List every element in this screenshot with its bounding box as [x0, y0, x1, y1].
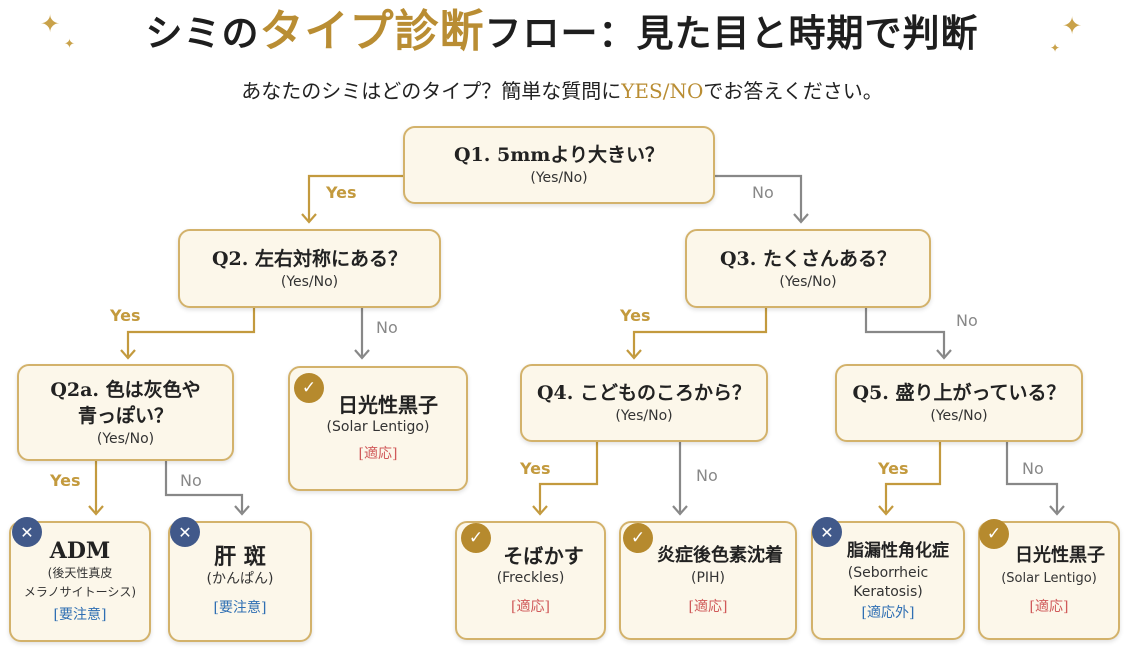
sparkle-icon: ✦	[1062, 12, 1083, 40]
question-q4: Q4. こどものころから？ (Yes/No)	[520, 364, 768, 442]
question-q1: Q1. 5mmより大きい？ (Yes/No)	[403, 126, 715, 204]
title-part1: シミの	[145, 11, 260, 55]
edge-q4-freckles-yes	[538, 442, 599, 512]
edge-label-yes: Yes	[620, 306, 651, 325]
result-sub-line2: メラノサイトーシス)	[23, 584, 137, 599]
result-title: 日光性黒子	[338, 393, 438, 417]
q1-sub: (Yes/No)	[530, 170, 588, 186]
result-title: 炎症後色素沈着	[657, 545, 783, 566]
cross-circle-icon: ✕	[12, 517, 42, 547]
check-circle-icon: ✓	[461, 523, 491, 553]
result-title: 肝 斑	[214, 544, 266, 570]
edge-q3-q4-yes	[632, 308, 768, 356]
edge-q2-q2a-yes	[126, 308, 256, 356]
result-sub: (Freckles)	[496, 570, 565, 586]
result-tag: [要注意]	[53, 606, 107, 623]
result-sub-line1: (後天性真皮	[47, 565, 113, 580]
result-sub: (かんぱん)	[206, 571, 274, 587]
sparkle-icon: ✦	[1050, 41, 1061, 55]
q4-title: Q4. こどものころから？	[536, 382, 751, 404]
result-sub: (Solar Lentigo)	[326, 419, 430, 435]
q3-sub: (Yes/No)	[779, 273, 837, 290]
question-q5: Q5. 盛り上がっている？ (Yes/No)	[835, 364, 1083, 442]
q3-title: Q3. たくさんある？	[719, 247, 896, 270]
title-accent: タイプ診断	[259, 6, 485, 57]
q2-sub: (Yes/No)	[280, 273, 339, 290]
result-sub-line2: Keratosis)	[853, 583, 923, 600]
edge-label-no: No	[1022, 459, 1044, 478]
edge-q3-q5-no	[864, 308, 946, 356]
subtitle-part1: あなたのシミはどのタイプ？簡単な質問に	[241, 79, 622, 103]
result-title: ADM	[49, 537, 111, 564]
result-title: 脂漏性角化症	[847, 540, 949, 561]
page-subtitle: あなたのシミはどのタイプ？簡単な質問にYES/NOでお答えください。	[0, 76, 1124, 106]
edge-q1-q3-no	[715, 174, 803, 220]
sparkle-icon: ✦	[40, 10, 61, 38]
result-sub-line1: (Seborrheic	[847, 564, 929, 581]
result-sub: (PIH)	[690, 570, 726, 586]
cross-circle-icon: ✕	[812, 517, 842, 547]
edge-q1-q2-yes	[307, 174, 405, 220]
result-title: 日光性黒子	[1015, 545, 1105, 566]
result-tag: [適応]	[688, 599, 728, 615]
question-q3: Q3. たくさんある？ (Yes/No)	[685, 229, 931, 308]
q5-sub: (Yes/No)	[930, 408, 988, 424]
result-tag: [適応]	[1029, 599, 1069, 615]
q1-title: Q1. 5mmより大きい？	[453, 144, 665, 166]
question-q2a: Q2a. 色は灰色や 青っぽい？ (Yes/No)	[17, 364, 234, 461]
cross-circle-icon: ✕	[170, 517, 200, 547]
edge-label-no: No	[696, 466, 718, 485]
subtitle-part2: でお答えください。	[703, 79, 883, 103]
result-title: そばかす	[503, 544, 584, 568]
q4-sub: (Yes/No)	[615, 408, 673, 424]
result-seborrheic-keratosis: 脂漏性角化症 (Seborrheic Keratosis) [適応外]	[811, 521, 965, 640]
result-tag: [適応]	[511, 599, 550, 615]
page-title: シミのタイプ診断フロー：見た目と時期で判断	[0, 6, 1124, 58]
check-circle-icon: ✓	[294, 373, 324, 403]
q2a-title-line2: 青っぽい？	[77, 404, 173, 427]
sparkle-icon: ✦	[64, 37, 75, 52]
result-tag: [適応]	[358, 446, 398, 462]
edge-label-no: No	[956, 311, 978, 330]
edge-label-yes: Yes	[326, 183, 357, 202]
result-sub: (Solar Lentigo)	[1001, 571, 1097, 586]
edge-q2a-kanpan-no	[164, 461, 244, 512]
q2a-sub: (Yes/No)	[96, 430, 155, 447]
question-q2: Q2. 左右対称にある？ (Yes/No)	[178, 229, 441, 308]
edge-label-yes: Yes	[520, 459, 551, 478]
edge-q5-solar2-no	[1005, 442, 1059, 512]
result-tag: [適応外]	[861, 604, 915, 621]
q2a-title-line1: Q2a. 色は灰色や	[50, 378, 201, 401]
q5-title: Q5. 盛り上がっている？	[852, 382, 1066, 404]
edge-label-no: No	[376, 318, 398, 337]
q2-title: Q2. 左右対称にある？	[211, 247, 407, 270]
edge-label-yes: Yes	[878, 459, 909, 478]
result-tag: [要注意]	[213, 600, 267, 616]
check-circle-icon: ✓	[979, 519, 1009, 549]
edge-label-no: No	[180, 471, 202, 490]
edge-label-yes: Yes	[110, 306, 141, 325]
title-part2: フロー：見た目と時期で判断	[484, 11, 979, 55]
subtitle-accent: YES/NO	[621, 79, 704, 103]
edge-q5-seb-yes	[884, 442, 942, 512]
edge-label-no: No	[752, 183, 774, 202]
edge-label-yes: Yes	[50, 471, 81, 490]
check-circle-icon: ✓	[623, 523, 653, 553]
